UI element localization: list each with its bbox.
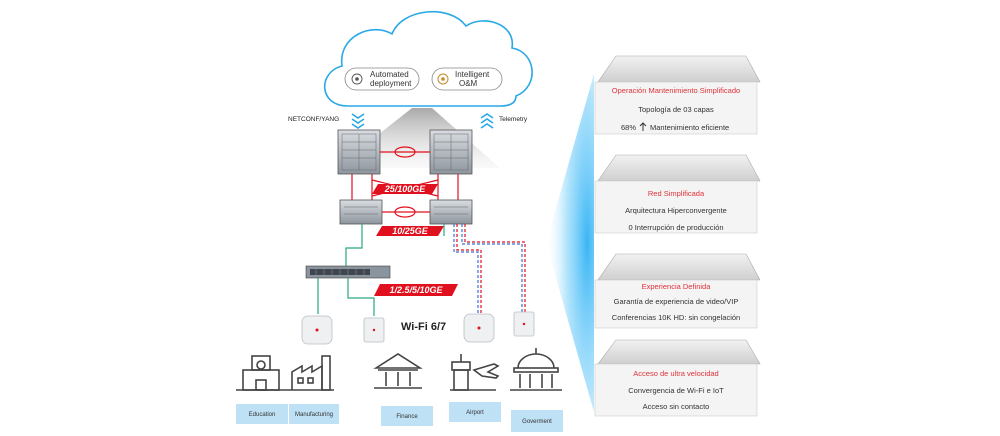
svg-text:Education: Education	[249, 412, 276, 418]
svg-text:68%: 68%	[621, 123, 636, 132]
factory-icon	[288, 355, 334, 391]
access-switch	[305, 265, 391, 279]
arrow-up-icon	[639, 122, 647, 131]
svg-text:Intelligent: Intelligent	[455, 70, 490, 79]
site-label-education: Education	[236, 404, 288, 424]
svg-text:Operación Mantenimiento Simpli: Operación Mantenimiento Simplificado	[612, 86, 740, 95]
svg-text:Airport: Airport	[466, 410, 484, 416]
svg-text:Topología de 03 capas: Topología de 03 capas	[638, 105, 714, 114]
access-point-1	[301, 315, 333, 345]
airport-icon	[450, 354, 500, 391]
svg-text:25/100GE: 25/100GE	[384, 184, 427, 194]
agg-access-links	[345, 224, 526, 314]
core-switch-right	[429, 129, 473, 175]
netconf-label: NETCONF/YANG	[288, 116, 339, 123]
svg-text:O&M: O&M	[459, 79, 478, 88]
benefit-card-2: Red Simplificada Arquitectura Hiperconve…	[594, 154, 761, 234]
gear-icon	[351, 73, 363, 85]
site-label-government: Goverment	[511, 410, 563, 432]
access-point-3	[463, 313, 495, 343]
agg-bandwidth-band: 10/25GE	[376, 226, 444, 236]
svg-text:Garantía de experiencia de vid: Garantía de experiencia de video/VIP	[614, 297, 739, 306]
benefit-card-4: Acceso de ultra velocidad Convergencia d…	[594, 339, 761, 417]
svg-text:Red Simplificada: Red Simplificada	[648, 189, 705, 198]
svg-text:Finance: Finance	[396, 414, 418, 420]
svg-text:Experiencia Definida: Experiencia Definida	[642, 282, 712, 291]
highlight-beam	[548, 74, 594, 412]
bank-icon	[373, 353, 423, 389]
svg-text:Acceso sin contacto: Acceso sin contacto	[643, 402, 710, 411]
svg-text:Acceso de ultra velocidad: Acceso de ultra velocidad	[633, 369, 718, 378]
down-arrows-icon	[351, 113, 365, 129]
svg-text:Mantenimiento eficiente: Mantenimiento eficiente	[650, 123, 729, 132]
intelligent-om-pill: Intelligent O&M	[431, 67, 503, 91]
school-icon	[236, 355, 288, 391]
svg-text:Manufacturing: Manufacturing	[295, 412, 333, 418]
core-stack-link	[380, 146, 430, 158]
svg-text:Goverment: Goverment	[522, 419, 552, 425]
telemetry-label: Telemetry	[499, 116, 528, 123]
core-bandwidth-band: 25/100GE	[372, 184, 438, 194]
access-point-4	[513, 311, 535, 337]
access-ap-links	[317, 278, 375, 316]
core-switch-left	[337, 129, 381, 175]
svg-text:Automated: Automated	[370, 70, 409, 79]
government-icon	[510, 348, 562, 391]
svg-text:deployment: deployment	[370, 79, 412, 88]
automated-deployment-pill: Automated deployment	[344, 67, 420, 91]
site-label-airport: Airport	[449, 402, 501, 422]
agg-stack-link	[382, 206, 430, 218]
site-label-manufacturing: Manufacturing	[289, 404, 339, 424]
svg-text:Arquitectura Hiperconvergente: Arquitectura Hiperconvergente	[625, 206, 727, 215]
up-arrows-icon	[480, 113, 494, 129]
wifi-label: Wi-Fi 6/7	[401, 321, 446, 333]
svg-text:10/25GE: 10/25GE	[392, 226, 429, 236]
svg-text:Convergencia de Wi-Fi e IoT: Convergencia de Wi-Fi e IoT	[628, 386, 724, 395]
agg-switch-right	[429, 199, 473, 225]
benefit-card-1: Operación Mantenimiento Simplificado Top…	[594, 55, 761, 135]
benefit-card-3: Experiencia Definida Garantía de experie…	[594, 253, 761, 329]
gear-icon	[437, 73, 449, 85]
cloud	[323, 10, 533, 107]
site-label-finance: Finance	[381, 406, 433, 426]
access-bandwidth-band: 1/2.5/5/10GE	[374, 284, 458, 296]
svg-text:Conferencias 10K HD: sin conge: Conferencias 10K HD: sin congelación	[612, 313, 740, 322]
agg-switch-left	[339, 199, 383, 225]
access-point-2	[363, 317, 385, 343]
svg-text:1/2.5/5/10GE: 1/2.5/5/10GE	[389, 285, 443, 295]
svg-text:0 Interrupción de producción: 0 Interrupción de producción	[628, 223, 723, 232]
